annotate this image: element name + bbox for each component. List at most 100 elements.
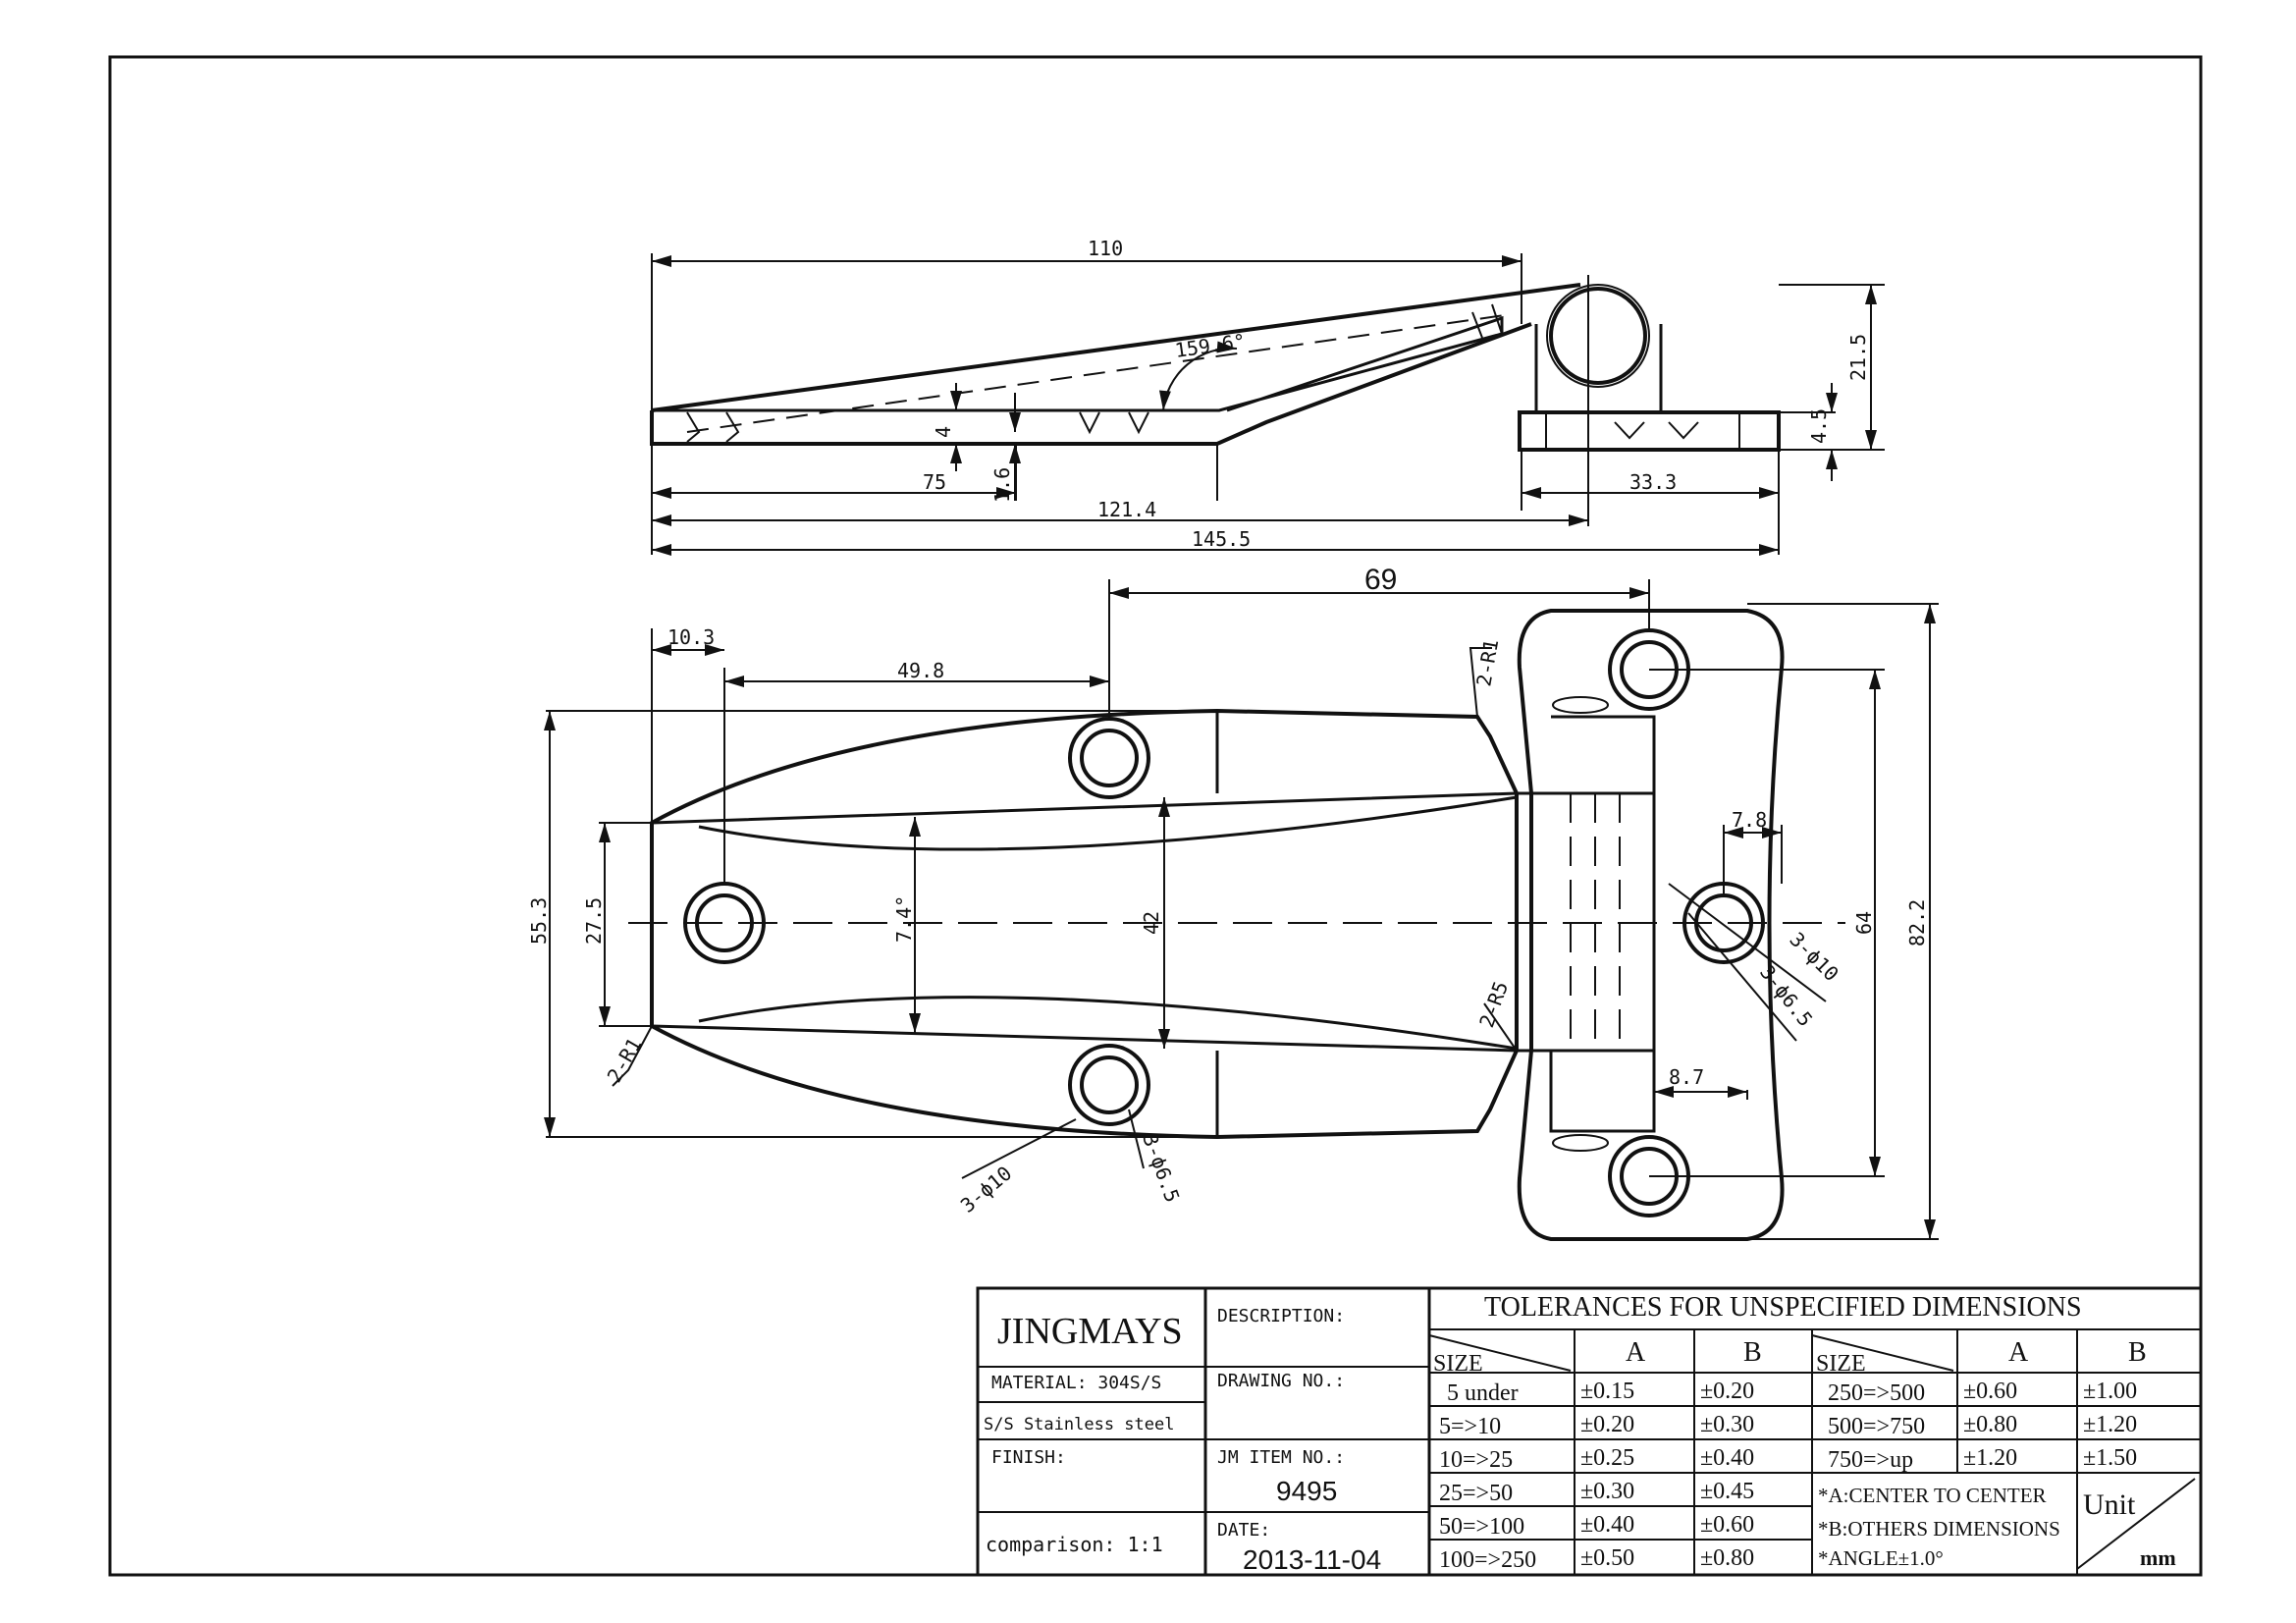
plan-leaf-ribs bbox=[698, 795, 1518, 1051]
label-55-3: 55.3 bbox=[527, 897, 551, 945]
side-angle-arc bbox=[1158, 341, 1238, 411]
table-cell: ±1.50 bbox=[2083, 1445, 2137, 1471]
table-cell: ±0.20 bbox=[1700, 1379, 1754, 1404]
label-21-5: 21.5 bbox=[1846, 334, 1870, 381]
table-cell: ±0.40 bbox=[1700, 1445, 1754, 1471]
plan-pin-bottom bbox=[1552, 1134, 1609, 1152]
unit-label: Unit bbox=[2083, 1488, 2136, 1521]
size-header-right: SIZE bbox=[1816, 1351, 1866, 1377]
label-42: 42 bbox=[1140, 911, 1163, 935]
label-145-5: 145.5 bbox=[1192, 527, 1251, 551]
table-cell: 50=>100 bbox=[1439, 1514, 1524, 1540]
table-cell: ±0.25 bbox=[1580, 1445, 1634, 1471]
table-cell: ±1.20 bbox=[2083, 1412, 2137, 1437]
table-cell: ±0.80 bbox=[1963, 1412, 2017, 1437]
table-cell: 5=>10 bbox=[1439, 1414, 1501, 1439]
table-cell: ±0.15 bbox=[1580, 1379, 1634, 1404]
tolerance-rows-left: 5 under ±0.15 ±0.20 5=>10 ±0.20 ±0.30 10… bbox=[1439, 1379, 1754, 1573]
leader-r5 bbox=[1483, 1002, 1518, 1052]
side-centerline bbox=[686, 313, 1513, 433]
table-cell: 100=>250 bbox=[1439, 1547, 1536, 1573]
label-2-r5: 2-R5 bbox=[1474, 978, 1513, 1030]
side-knuckle-legs bbox=[1534, 324, 1663, 412]
size-header-left: SIZE bbox=[1433, 1351, 1483, 1377]
side-leaf-details bbox=[686, 411, 1149, 443]
b-header-left: B bbox=[1743, 1337, 1762, 1368]
hole-left-bottom bbox=[1068, 1044, 1150, 1126]
table-cell: ±0.60 bbox=[1700, 1512, 1754, 1538]
table-cell: ±0.80 bbox=[1700, 1545, 1754, 1571]
label-33-3: 33.3 bbox=[1629, 470, 1677, 494]
label-8-7: 8.7 bbox=[1669, 1065, 1704, 1089]
table-cell: 750=>up bbox=[1828, 1447, 1913, 1473]
b-header-right: B bbox=[2128, 1337, 2147, 1368]
label-2-r1-top: 2-R1 bbox=[1471, 637, 1503, 688]
comparison-scale: comparison: 1:1 bbox=[986, 1533, 1163, 1556]
plan-view: 69 10.3 49.8 2-R1 55.3 27.5 7.4° 42 2-R1… bbox=[527, 564, 1939, 1241]
label-159-6: 159.6° bbox=[1173, 329, 1247, 362]
plan-leaf-inner bbox=[651, 791, 1518, 1053]
label-110: 110 bbox=[1088, 237, 1123, 260]
label-64: 64 bbox=[1852, 911, 1876, 935]
unit-value: mm bbox=[2140, 1545, 2176, 1570]
side-knuckle-rim bbox=[1546, 284, 1650, 388]
item-number: 9495 bbox=[1276, 1476, 1337, 1506]
tolerance-title: TOLERANCES FOR UNSPECIFIED DIMENSIONS bbox=[1484, 1292, 2082, 1323]
table-cell: 5 under bbox=[1447, 1380, 1519, 1406]
table-cell: ±0.60 bbox=[1963, 1379, 2017, 1404]
side-leaf-top bbox=[651, 283, 1581, 412]
side-leaf-bottom bbox=[650, 322, 1532, 446]
table-cell: ±0.20 bbox=[1580, 1412, 1634, 1437]
label-75: 75 bbox=[923, 470, 946, 494]
label-3-phi10-left: 3-ϕ10 bbox=[956, 1162, 1017, 1217]
item-label: JM ITEM NO.: bbox=[1217, 1447, 1345, 1468]
label-1-6: 1.6 bbox=[990, 467, 1014, 503]
label-49-8: 49.8 bbox=[897, 659, 944, 682]
description-label: DESCRIPTION: bbox=[1217, 1306, 1345, 1326]
drawing-no-label: DRAWING NO.: bbox=[1217, 1371, 1345, 1391]
label-7-8: 7.8 bbox=[1732, 808, 1767, 832]
plan-pin-top bbox=[1552, 696, 1609, 714]
table-cell: 25=>50 bbox=[1439, 1481, 1513, 1506]
note-center-to-center: *A:CENTER TO CENTER bbox=[1818, 1484, 2047, 1507]
leader-right-holes bbox=[1668, 883, 1827, 1042]
table-cell: ±0.30 bbox=[1700, 1412, 1754, 1437]
table-cell: ±0.45 bbox=[1700, 1479, 1754, 1504]
label-27-5: 27.5 bbox=[582, 897, 606, 945]
leader-r1-top bbox=[1468, 647, 1492, 718]
side-extension-lines bbox=[651, 253, 1885, 555]
table-cell: ±1.00 bbox=[2083, 1379, 2137, 1404]
material-label: MATERIAL: 304S/S bbox=[991, 1373, 1161, 1393]
label-10-3: 10.3 bbox=[667, 625, 715, 649]
table-cell: ±0.40 bbox=[1580, 1512, 1634, 1538]
side-leaf-inner bbox=[652, 315, 1504, 412]
label-82-2: 82.2 bbox=[1905, 899, 1929, 947]
table-cell: ±0.30 bbox=[1580, 1479, 1634, 1504]
table-cell: ±1.20 bbox=[1963, 1445, 2017, 1471]
finish-label: FINISH: bbox=[991, 1447, 1066, 1468]
table-cell: 250=>500 bbox=[1828, 1380, 1925, 1406]
label-3-phi6-5-left: 3-ϕ6.5 bbox=[1138, 1131, 1184, 1206]
label-121-4: 121.4 bbox=[1097, 498, 1156, 521]
hole-left-top bbox=[1068, 717, 1150, 799]
title-block: JINGMAYS DESCRIPTION: MATERIAL: 304S/S S… bbox=[976, 1286, 2203, 1577]
table-cell: 10=>25 bbox=[1439, 1447, 1513, 1473]
date-label: DATE: bbox=[1217, 1520, 1270, 1541]
a-header-left: A bbox=[1626, 1337, 1646, 1368]
label-4: 4 bbox=[932, 426, 955, 438]
label-69: 69 bbox=[1364, 564, 1397, 596]
company-name: JINGMAYS bbox=[997, 1311, 1183, 1352]
side-view: 110 159.6° 4 75 1.6 121.4 145.5 33.3 21.… bbox=[650, 237, 1885, 556]
side-leaf-end bbox=[1471, 303, 1503, 339]
note-angle: *ANGLE±1.0° bbox=[1818, 1546, 1944, 1570]
note-other-dimensions: *B:OTHERS DIMENSIONS bbox=[1818, 1517, 2060, 1541]
side-base-details bbox=[1545, 412, 1740, 450]
tolerance-rows-right: 250=>500 ±0.60 ±1.00 500=>750 ±0.80 ±1.2… bbox=[1828, 1379, 2137, 1473]
table-cell: 500=>750 bbox=[1828, 1414, 1925, 1439]
leader-left-holes bbox=[961, 1109, 1145, 1179]
side-knuckle-outer bbox=[1549, 287, 1647, 385]
table-cell: ±0.50 bbox=[1580, 1545, 1634, 1571]
plan-right-plate bbox=[1517, 609, 1785, 1241]
leader-r1-left bbox=[612, 1025, 653, 1087]
